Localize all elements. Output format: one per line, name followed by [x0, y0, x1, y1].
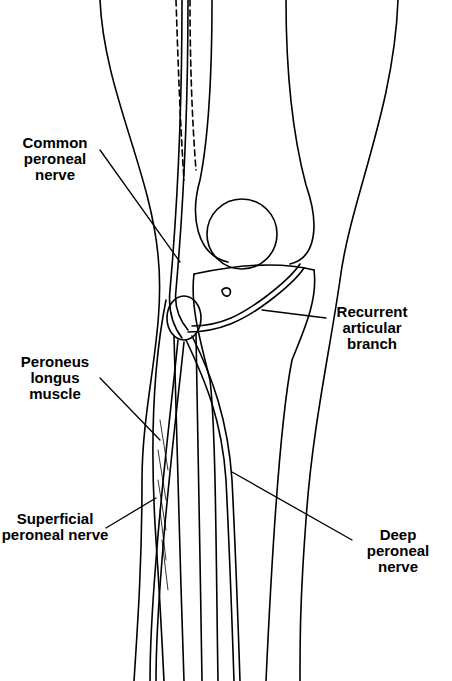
part-label: Common peroneal nerve [5, 135, 105, 183]
leader-line [232, 472, 352, 540]
tibia-outline [193, 274, 218, 681]
part-label: Peroneus longus muscle [5, 354, 105, 402]
part-label: Recurrent articular branch [322, 304, 422, 352]
nerve [192, 336, 240, 681]
nerve [192, 264, 300, 326]
leader-line [100, 378, 160, 440]
leader-line [100, 150, 180, 262]
fibula-shaft [196, 334, 202, 681]
femur-dashed-line [176, 0, 184, 180]
nerve [156, 342, 184, 681]
nerve [188, 268, 304, 332]
tibia-outline [266, 270, 315, 681]
femur-outline [286, 0, 314, 264]
femur-outline [196, 0, 228, 262]
part-label: Superficial peroneal nerve [0, 511, 110, 543]
part-label: Deep peroneal nerve [350, 527, 446, 575]
tibial-tubercle [222, 288, 230, 296]
leg-outline [100, 0, 160, 681]
femur-dashed-line [190, 0, 196, 170]
patella [207, 199, 277, 269]
nerve [176, 0, 189, 330]
nerve [150, 340, 178, 681]
leader-line [106, 498, 156, 528]
leader-line [262, 310, 326, 318]
nerve [186, 340, 234, 681]
